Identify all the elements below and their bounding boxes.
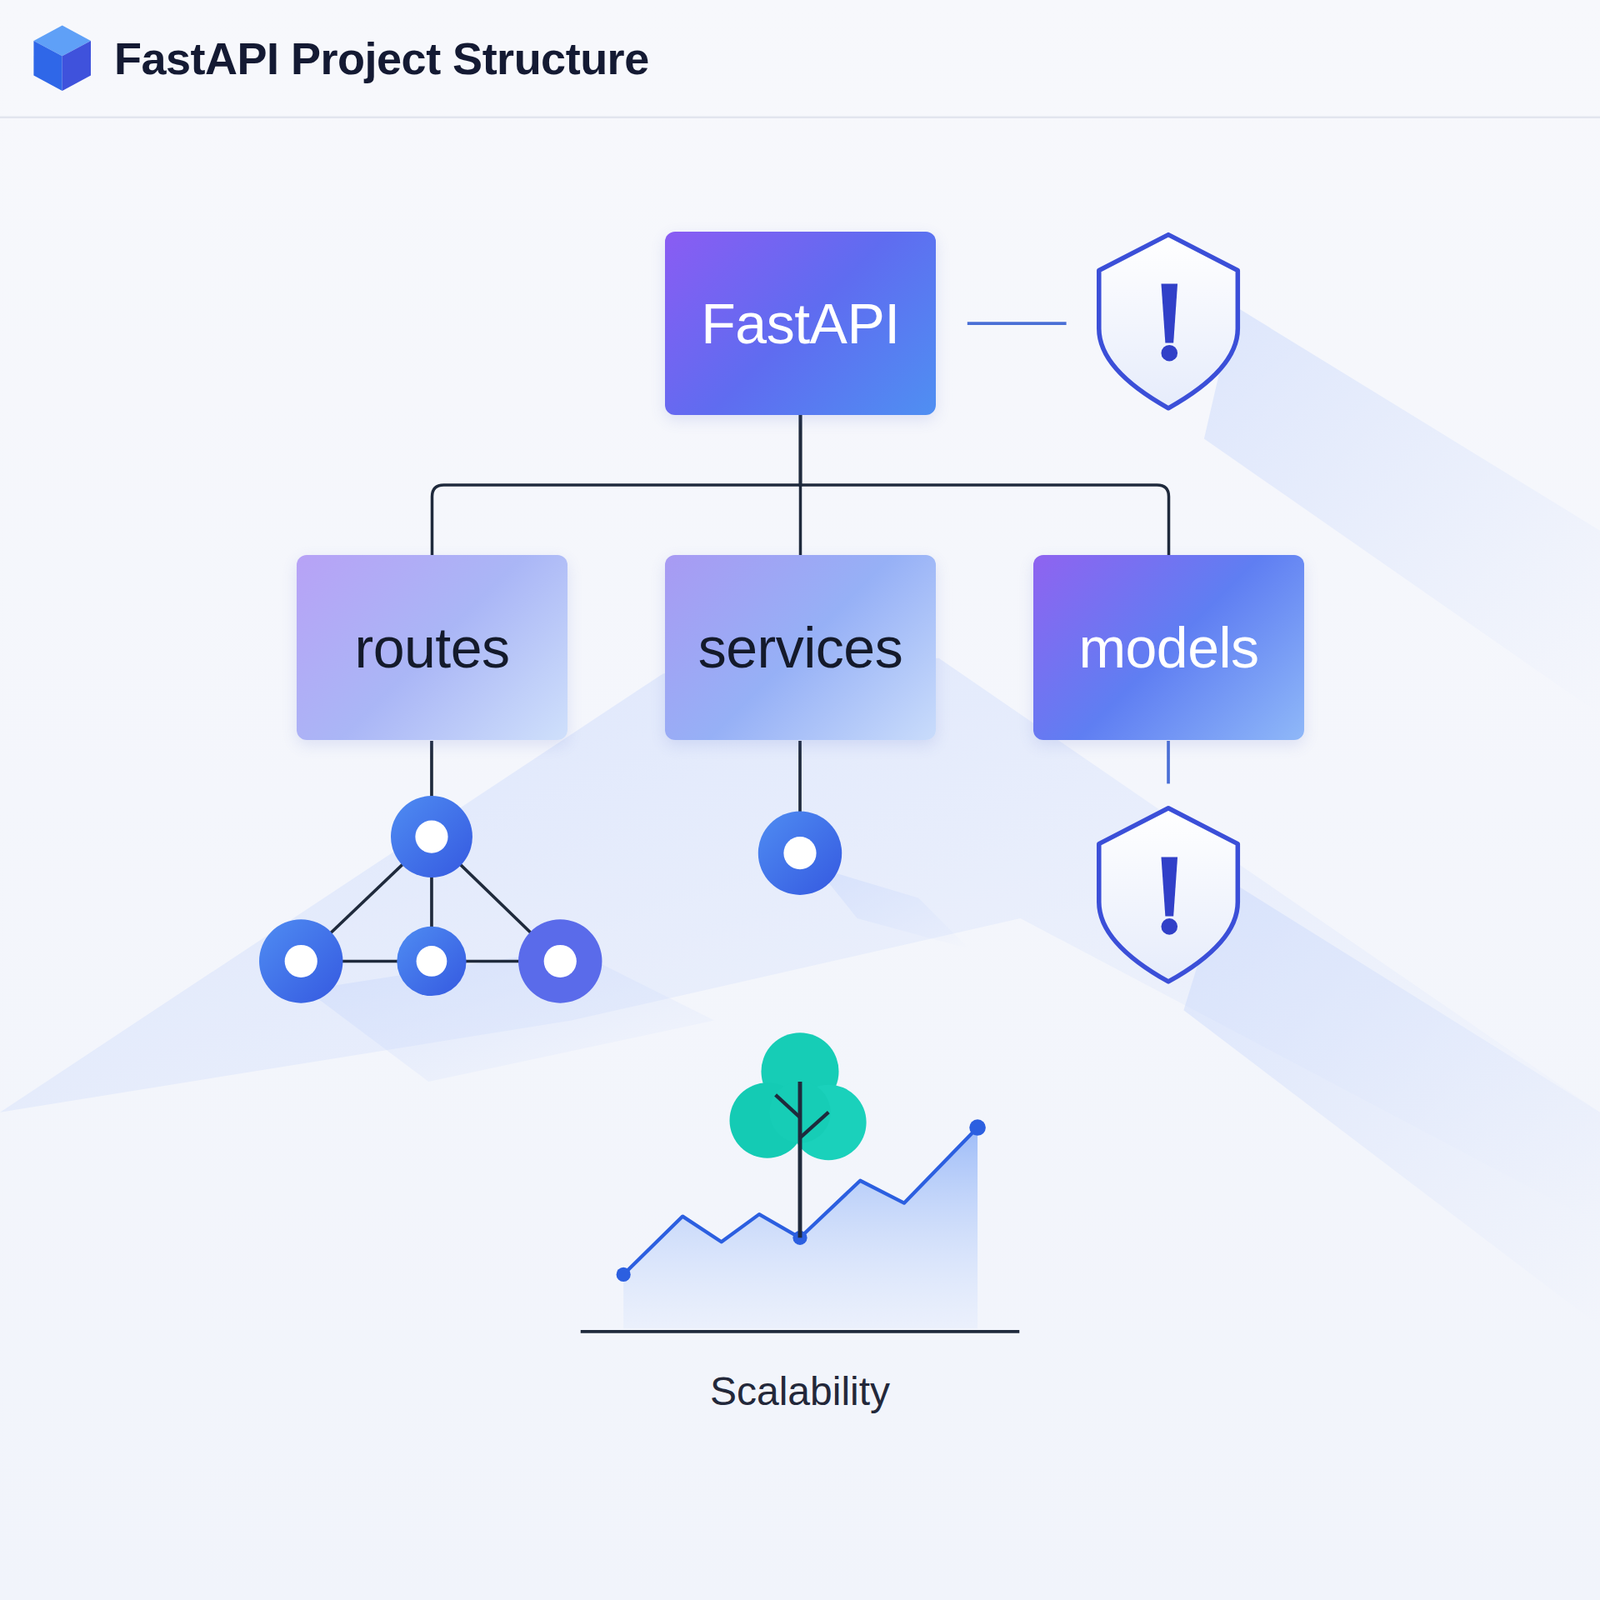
node-label: services — [698, 616, 903, 680]
connector-path — [800, 415, 1170, 555]
module-box: services — [665, 555, 936, 740]
module-box: routes — [296, 555, 568, 740]
module-box: models — [1033, 555, 1305, 740]
header-rule — [0, 116, 1600, 119]
chart-caption: Scalability — [550, 1366, 1050, 1417]
tree-icon — [730, 1032, 867, 1238]
tree-connector — [800, 415, 1170, 555]
app-box: FastAPI — [665, 231, 936, 415]
cube-icon — [33, 25, 91, 91]
background-shadow — [816, 867, 970, 950]
connector-path — [432, 415, 801, 555]
service-node — [758, 810, 842, 895]
tree-connector — [432, 415, 801, 555]
shield-icon — [1099, 808, 1239, 982]
graph-node — [259, 795, 602, 1004]
connector-line — [967, 321, 1067, 325]
background-shadow — [305, 949, 715, 1082]
node-label: routes — [355, 616, 510, 680]
shield-icon — [1099, 235, 1239, 409]
node-label: FastAPI — [700, 292, 900, 355]
page-title: FastAPI Project Structure — [114, 33, 650, 84]
background-shadow — [1183, 877, 1600, 1327]
connector-line — [798, 740, 802, 813]
connector-line — [1166, 740, 1170, 784]
node-label: models — [1078, 616, 1259, 680]
